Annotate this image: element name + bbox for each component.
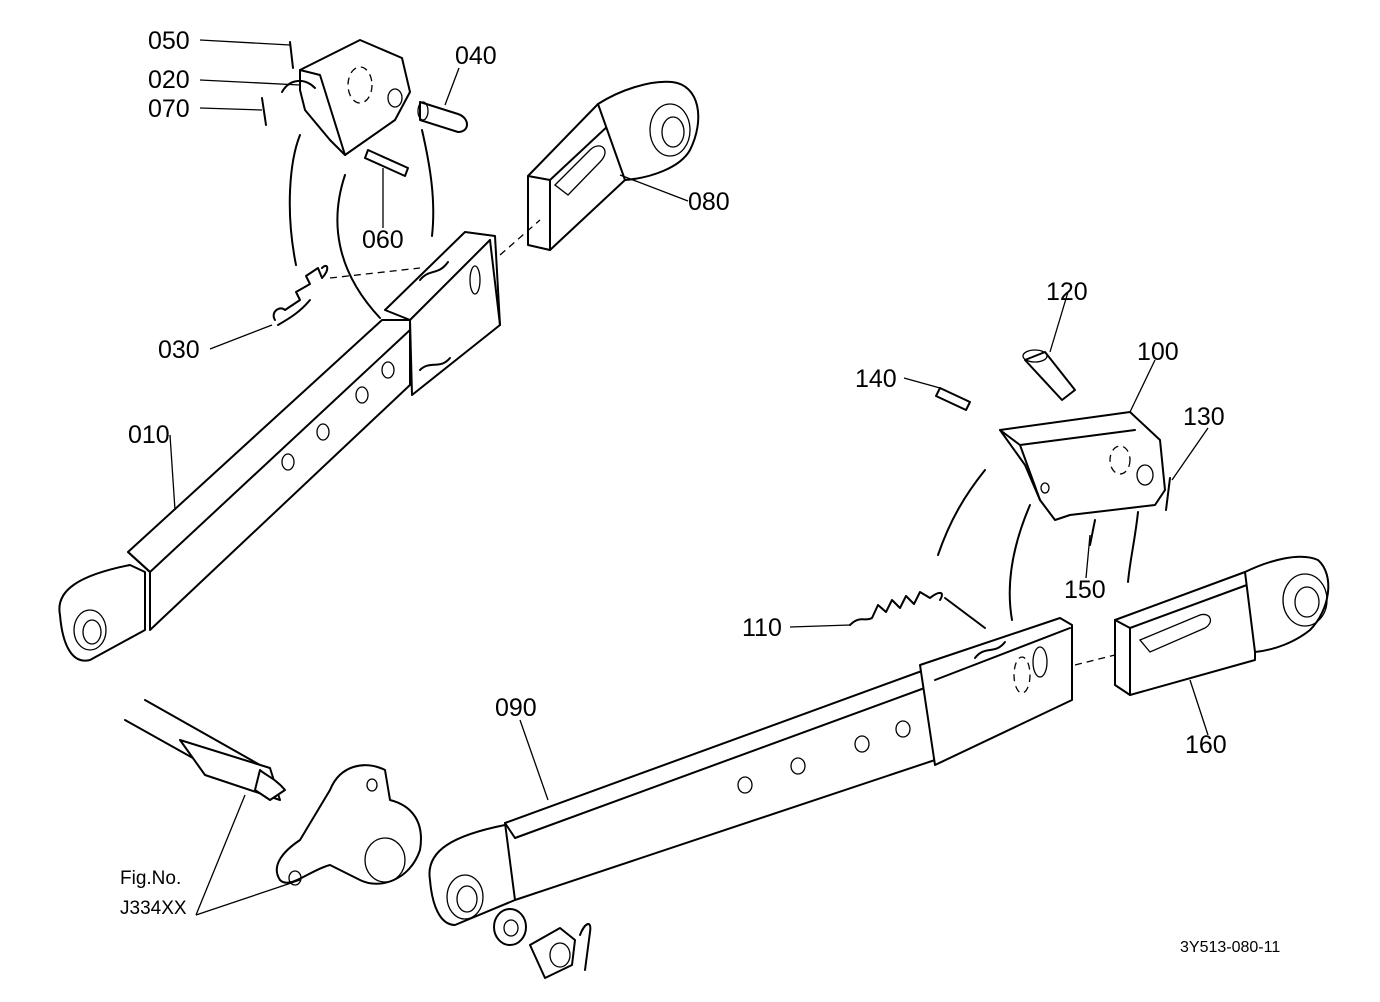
hardware-washer-nut [493,908,592,979]
assembly-arrow [288,134,301,266]
spring-upper [272,264,329,326]
label-040: 040 [455,42,497,70]
assembly-arrow [1008,504,1031,621]
axle-and-ball-mount [124,699,422,886]
label-120: 120 [1046,278,1088,306]
assembly-arrow [336,174,381,319]
assembly-arrow [421,129,435,237]
label-100: 100 [1137,338,1179,366]
leader-lines [169,39,1209,916]
slide-block-lower [1114,555,1330,696]
assembly-arrow [1127,511,1139,583]
drawing-number: 3Y513-080-11 [1180,939,1280,956]
figure-reference-line2: J334XX [120,898,187,919]
label-110: 110 [742,614,782,642]
label-150: 150 [1064,576,1106,604]
label-060: 060 [362,226,404,254]
label-130: 130 [1183,403,1225,431]
spring-lower [849,591,986,629]
assembly-arrow [937,469,986,556]
label-020: 020 [148,66,190,94]
latch-bracket-lower [935,349,1171,546]
label-050: 050 [148,27,190,55]
label-140: 140 [855,365,897,393]
label-010: 010 [128,421,170,449]
label-080: 080 [688,188,730,216]
latch-bracket-upper [261,39,468,177]
label-090: 090 [495,694,537,722]
label-070: 070 [148,95,190,123]
slide-block-upper [527,80,700,251]
label-030: 030 [158,336,200,364]
lower-link-arm-upper [58,231,501,662]
figure-reference-line1: Fig.No. [120,868,181,889]
label-160: 160 [1185,731,1227,759]
lower-link-arm-lower [428,617,1073,926]
